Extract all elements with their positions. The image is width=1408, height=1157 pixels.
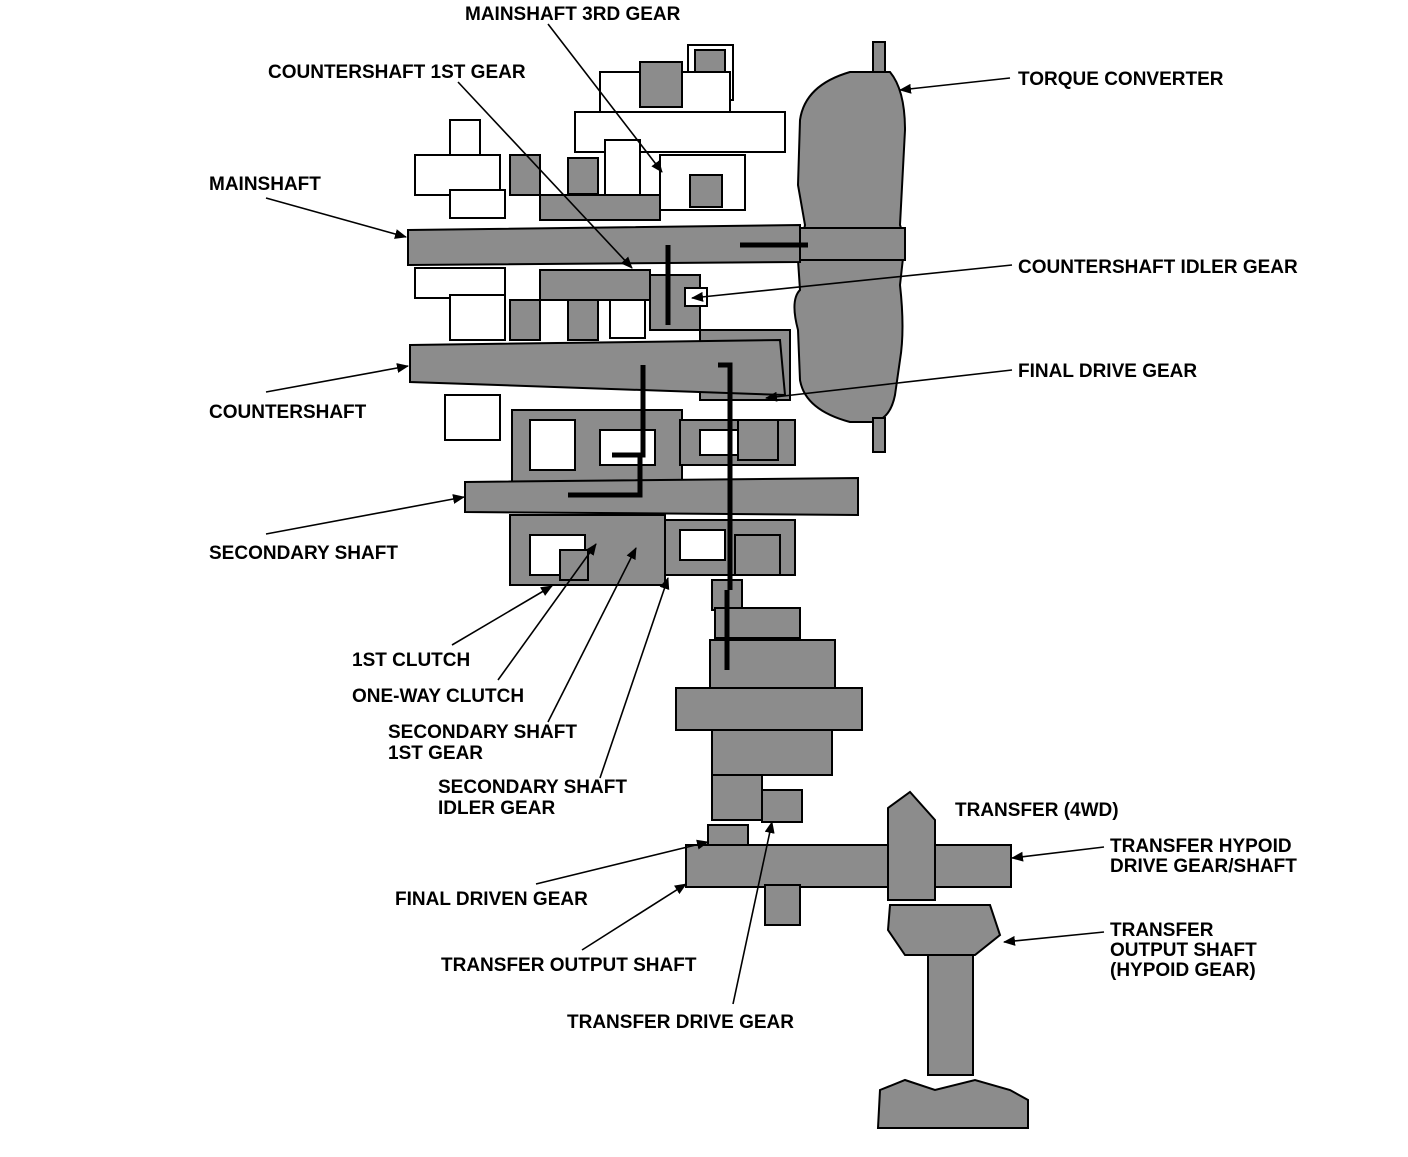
leader-countershaft xyxy=(265,363,409,393)
secondary-shaft-assembly xyxy=(464,409,859,586)
leader-lines xyxy=(265,23,1105,1005)
leader-countershaft-idler-gear xyxy=(691,264,1013,302)
leader-1st-clutch xyxy=(451,585,553,646)
label-transfer-output-shaft: TRANSFER OUTPUT SHAFT xyxy=(441,955,697,976)
label-transfer-output-shaft-hypoid-line2: OUTPUT SHAFT xyxy=(1110,940,1257,961)
label-countershaft-idler-gear: COUNTERSHAFT IDLER GEAR xyxy=(1018,257,1298,278)
label-transfer-drive-gear: TRANSFER DRIVE GEAR xyxy=(567,1012,794,1033)
label-transfer-hypoid-line1: TRANSFER HYPOID xyxy=(1110,836,1292,857)
label-transfer-output-shaft-hypoid-line1: TRANSFER xyxy=(1110,920,1214,941)
label-final-drive-gear: FINAL DRIVE GEAR xyxy=(1018,361,1197,382)
leader-countershaft-1st-gear xyxy=(457,81,633,269)
leader-transfer-output-shaft xyxy=(581,883,687,951)
label-transfer-output-shaft-hypoid-line3: (HYPOID GEAR) xyxy=(1110,960,1256,981)
label-mainshaft-3rd-gear: MAINSHAFT 3RD GEAR xyxy=(465,4,681,25)
leader-secondary-shaft-idler-gear xyxy=(599,577,670,779)
label-one-way-clutch: ONE-WAY CLUTCH xyxy=(352,686,524,707)
label-countershaft: COUNTERSHAFT xyxy=(209,402,367,423)
label-1st-clutch: 1ST CLUTCH xyxy=(352,650,470,671)
leader-final-drive-gear xyxy=(765,369,1013,402)
leader-transfer-output-shaft-hypoid xyxy=(1003,931,1105,946)
labels: MAINSHAFT 3RD GEAR COUNTERSHAFT 1ST GEAR… xyxy=(209,4,1298,1033)
label-transfer-4wd: TRANSFER (4WD) xyxy=(955,800,1119,821)
leader-mainshaft-3rd-gear xyxy=(547,23,663,173)
label-mainshaft: MAINSHAFT xyxy=(209,174,321,195)
mainshaft-assembly xyxy=(407,44,906,267)
label-secondary-shaft-1st-gear-line2: 1ST GEAR xyxy=(388,743,483,764)
label-transfer-hypoid-line2: DRIVE GEAR/SHAFT xyxy=(1110,856,1297,877)
leader-mainshaft xyxy=(265,197,407,239)
leader-transfer-drive-gear xyxy=(732,821,775,1005)
label-secondary-shaft-idler-gear-line2: IDLER GEAR xyxy=(438,798,555,819)
label-secondary-shaft: SECONDARY SHAFT xyxy=(209,543,398,564)
label-countershaft-1st-gear: COUNTERSHAFT 1ST GEAR xyxy=(268,62,526,83)
differential-assembly xyxy=(675,579,863,823)
power-flow-line xyxy=(568,242,808,670)
leader-torque-converter xyxy=(899,77,1011,94)
leader-final-driven-gear xyxy=(535,839,709,885)
countershaft-assembly xyxy=(409,267,791,441)
label-final-driven-gear: FINAL DRIVEN GEAR xyxy=(395,889,588,910)
leader-secondary-shaft-1st-gear xyxy=(547,547,637,723)
leader-transfer-hypoid xyxy=(1011,846,1105,862)
label-secondary-shaft-1st-gear-line1: SECONDARY SHAFT xyxy=(388,722,577,743)
leader-secondary-shaft xyxy=(265,494,465,535)
label-torque-converter: TORQUE CONVERTER xyxy=(1018,69,1224,90)
leader-one-way-clutch xyxy=(497,543,597,681)
label-secondary-shaft-idler-gear-line1: SECONDARY SHAFT xyxy=(438,777,627,798)
transfer-assembly xyxy=(685,790,1029,1129)
